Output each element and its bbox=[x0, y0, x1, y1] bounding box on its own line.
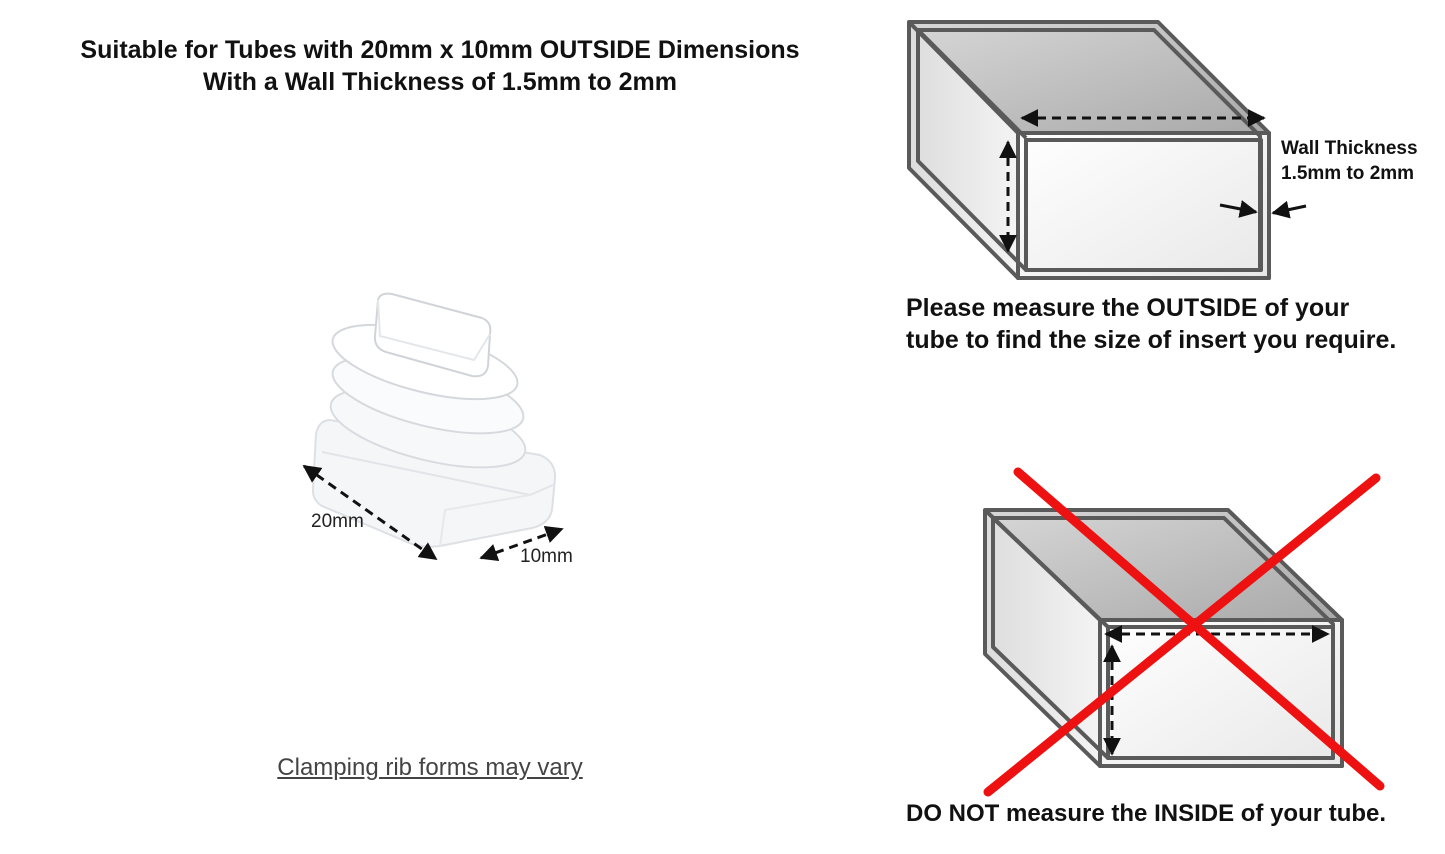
wall-thickness-line-2: 1.5mm to 2mm bbox=[1281, 163, 1415, 184]
tube-diagram-inside bbox=[983, 467, 1385, 797]
red-cross-icon bbox=[983, 467, 1385, 797]
insert-product-image bbox=[311, 292, 557, 548]
tube-diagram-outside bbox=[907, 20, 1307, 280]
title-line-2: With a Wall Thickness of 1.5mm to 2mm bbox=[203, 68, 677, 96]
measure-inside-warning: DO NOT measure the INSIDE of your tube. bbox=[906, 800, 1387, 827]
title-line-1: Suitable for Tubes with 20mm x 10mm OUTS… bbox=[80, 36, 800, 64]
measure-outside-instruction: Please measure the OUTSIDE of your tube … bbox=[906, 294, 1397, 354]
product-note: Clamping rib forms may vary bbox=[277, 754, 583, 781]
page-title: Suitable for Tubes with 20mm x 10mm OUTS… bbox=[20, 34, 860, 98]
wall-thickness-line-1: Wall Thickness bbox=[1281, 138, 1418, 159]
width-label: 10mm bbox=[520, 546, 573, 567]
wall-thickness-arrow-right bbox=[1271, 200, 1307, 219]
length-label: 20mm bbox=[311, 511, 364, 532]
length-dimension-arrow bbox=[302, 464, 438, 561]
wall-thickness-arrow-left bbox=[1219, 200, 1258, 218]
wall-thickness-label: Wall Thickness 1.5mm to 2mm bbox=[1281, 136, 1418, 186]
